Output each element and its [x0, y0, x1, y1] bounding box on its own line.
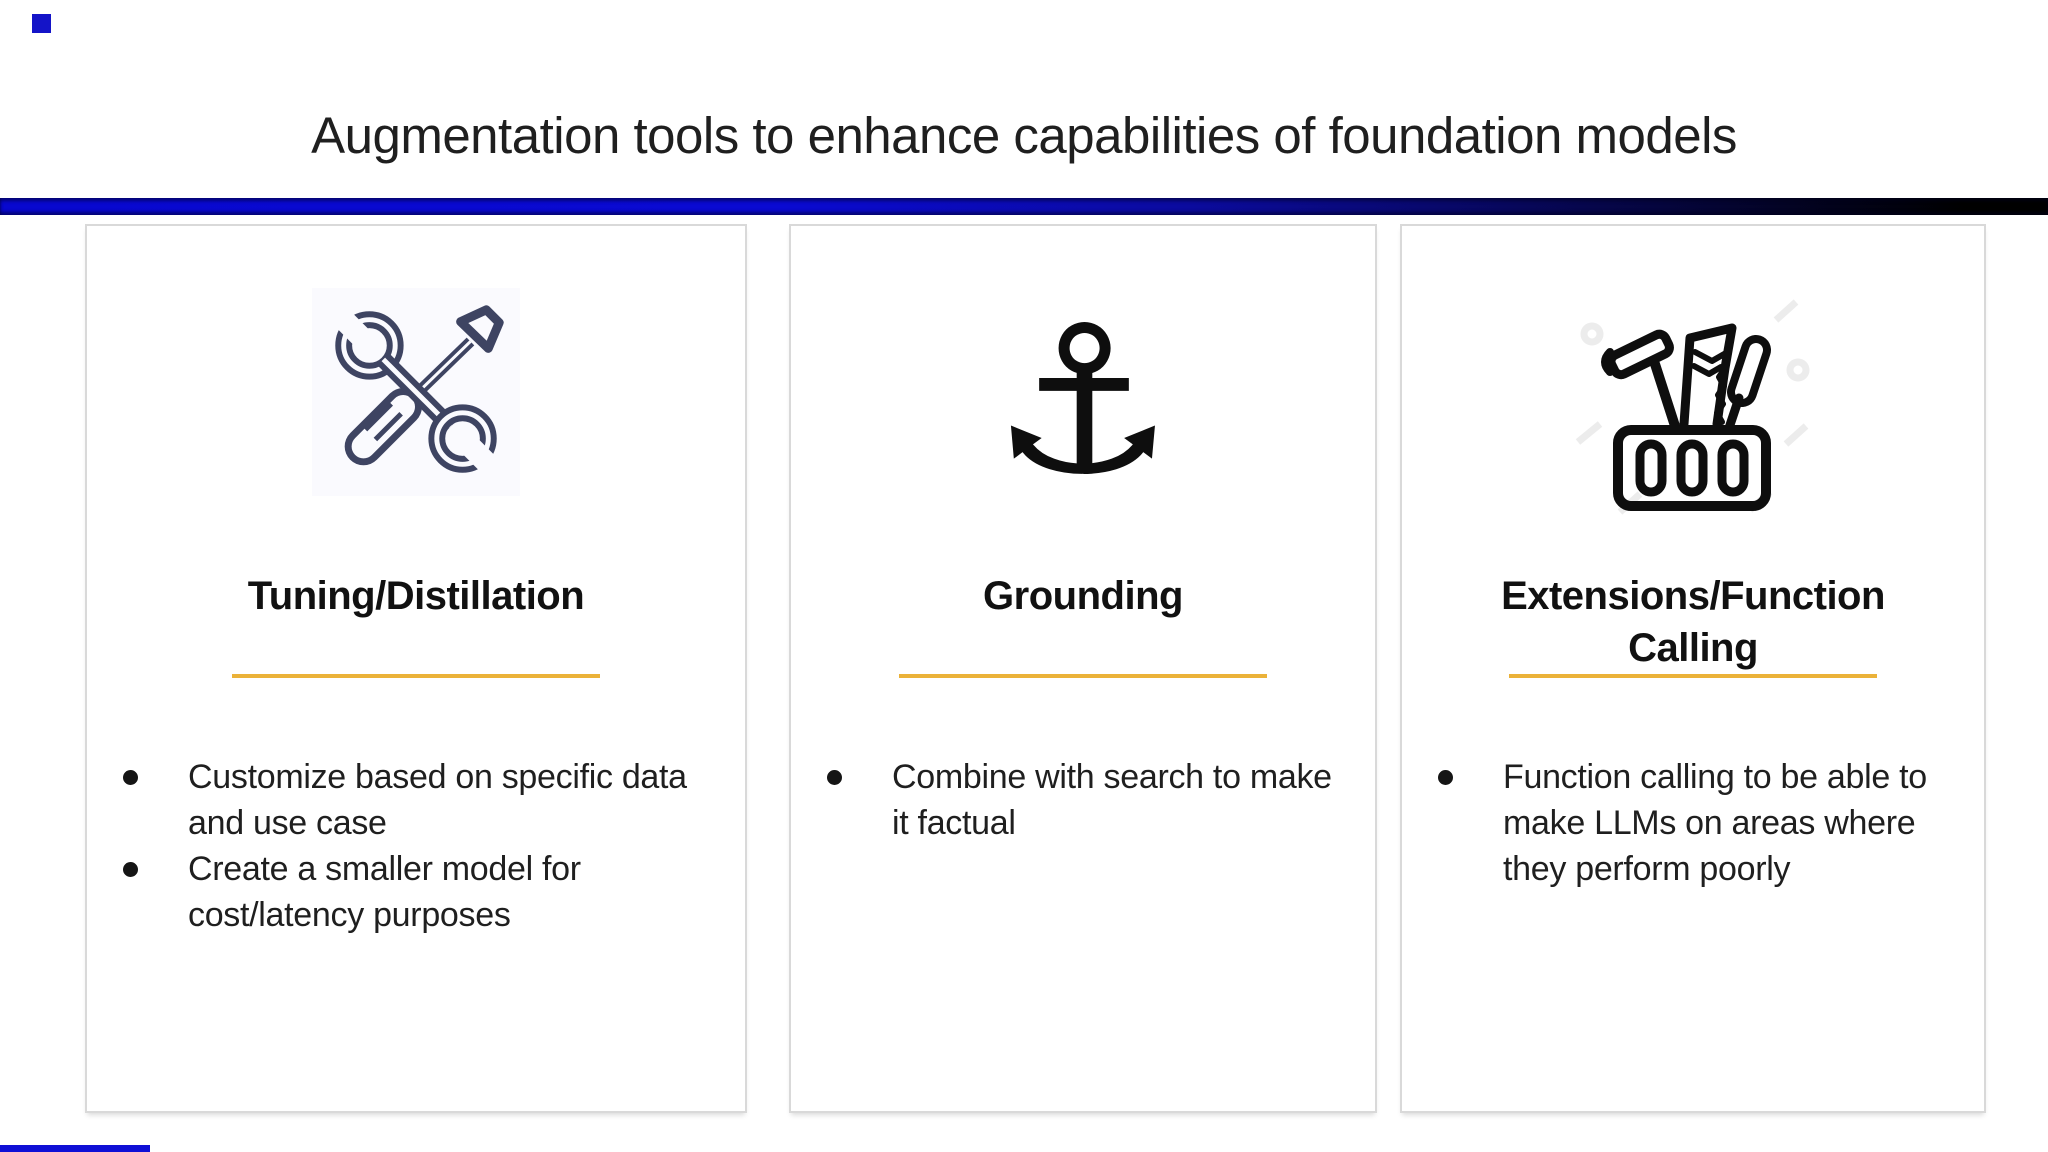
heading-underline — [899, 674, 1267, 678]
heading-underline — [1509, 674, 1877, 678]
card-heading: Grounding — [983, 574, 1183, 618]
list-item: Create a smaller model for cost/latency … — [87, 846, 745, 938]
bullet-icon — [1438, 770, 1453, 785]
slide-title: Augmentation tools to enhance capabiliti… — [311, 107, 1737, 165]
bottom-left-accent-bar — [0, 1145, 150, 1152]
bullet-icon — [123, 862, 138, 877]
card-grounding: ⚓ Grounding Combine with search to make … — [789, 224, 1377, 1113]
bullet-list: Customize based on specific data and use… — [87, 754, 745, 938]
bullet-list: Function calling to be able to make LLMs… — [1402, 754, 1984, 892]
bullet-icon — [827, 770, 842, 785]
title-divider-bar — [0, 198, 2048, 215]
card-extensions-function-calling: Extensions/Function Calling Function cal… — [1400, 224, 1986, 1113]
list-item: Function calling to be able to make LLMs… — [1402, 754, 1984, 892]
bullet-icon — [123, 770, 138, 785]
bullet-list: Combine with search to make it factual — [791, 754, 1375, 846]
anchor-icon: ⚓ — [991, 283, 1175, 521]
card-tuning-distillation: Tuning/Distillation Customize based on s… — [85, 224, 747, 1113]
heading-underline — [232, 674, 600, 678]
toolbox-icon — [1558, 292, 1828, 537]
card-heading: Extensions/Function Calling — [1501, 574, 1885, 670]
list-item: Customize based on specific data and use… — [87, 754, 745, 846]
card-heading: Tuning/Distillation — [247, 574, 585, 618]
list-item: Combine with search to make it factual — [791, 754, 1375, 846]
top-left-accent-marker — [32, 14, 51, 33]
wrench-screwdriver-icon — [312, 288, 520, 501]
